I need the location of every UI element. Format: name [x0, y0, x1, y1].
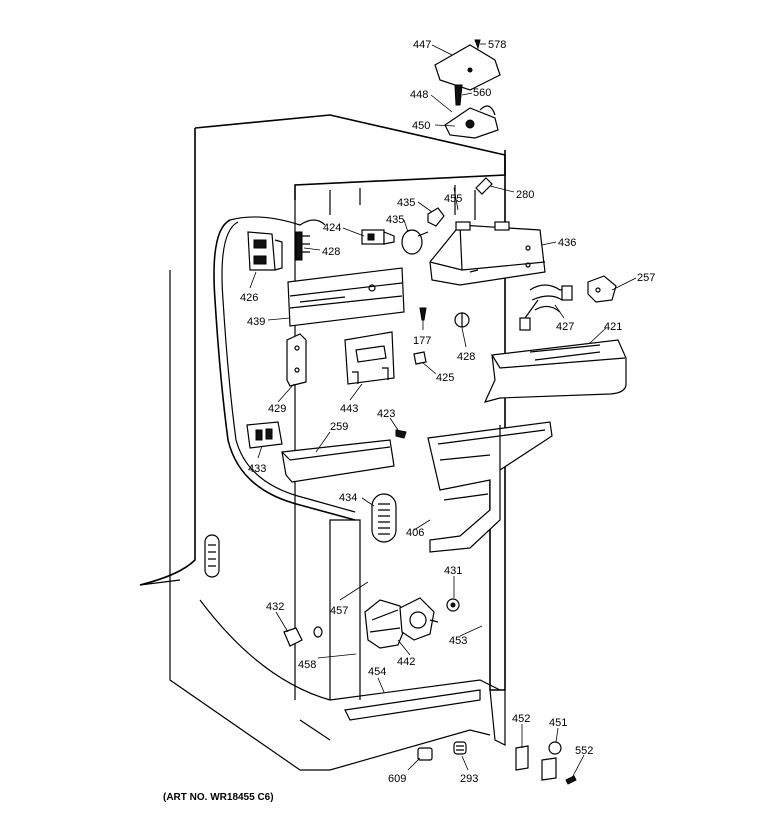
wiring-427 — [519, 284, 573, 331]
label-436: 436 — [558, 237, 576, 249]
part-432 — [283, 626, 323, 647]
label-431: 431 — [444, 565, 462, 577]
label-447: 447 — [413, 39, 431, 51]
label-458: 458 — [298, 659, 316, 671]
label-578: 578 — [488, 39, 506, 51]
label-429: 429 — [268, 403, 286, 415]
label-453: 453 — [449, 635, 467, 647]
label-448: 448 — [410, 89, 428, 101]
label-452: 452 — [512, 713, 530, 725]
light-shield-421 — [483, 339, 627, 403]
part-609 — [417, 747, 433, 761]
fan-motor-442 — [364, 597, 439, 649]
cover-259 — [281, 439, 395, 483]
label-434: 434 — [339, 492, 357, 504]
label-442: 442 — [397, 656, 415, 668]
switch-426 — [247, 231, 283, 271]
label-454: 454 — [368, 666, 386, 678]
label-426: 426 — [240, 292, 258, 304]
label-609: 609 — [388, 773, 406, 785]
label-428-top: 428 — [322, 246, 340, 258]
bracket-452 — [515, 745, 529, 771]
leader-lines — [249, 43, 637, 779]
label-424: 424 — [323, 222, 341, 234]
bracket-429 — [286, 333, 307, 387]
part-293 — [453, 741, 467, 755]
label-427: 427 — [556, 321, 574, 333]
label-552: 552 — [575, 745, 593, 757]
grommet-431 — [446, 598, 460, 612]
cabinet-outline — [139, 114, 506, 771]
bracket-443 — [344, 331, 395, 385]
bracket-439 — [287, 267, 405, 327]
label-450: 450 — [412, 120, 430, 132]
label-293: 293 — [460, 773, 478, 785]
label-451: 451 — [549, 717, 567, 729]
screw-177 — [419, 307, 427, 321]
label-433: 433 — [248, 463, 266, 475]
duct-406 — [427, 421, 553, 553]
relay-257 — [587, 275, 617, 303]
screw-552 — [565, 775, 577, 785]
part-280 — [475, 177, 493, 195]
label-560: 560 — [473, 87, 491, 99]
control-cover-assembly — [434, 39, 501, 139]
label-421: 421 — [604, 321, 622, 333]
label-259: 259 — [330, 421, 348, 433]
control-housing — [429, 221, 546, 286]
screw-423 — [395, 429, 407, 439]
label-457: 457 — [330, 605, 348, 617]
label-257: 257 — [637, 272, 655, 284]
callout-labels: 447 578 448 560 450 280 455 435 424 435 … — [240, 39, 655, 785]
label-423: 423 — [377, 408, 395, 420]
label-177: 177 — [413, 335, 431, 347]
switch-433 — [246, 421, 283, 449]
thermostat-428 — [454, 312, 470, 328]
connector-428 — [295, 231, 310, 261]
label-435-top: 435 — [397, 197, 415, 209]
clip-451 — [541, 741, 562, 781]
lamp-assembly — [361, 207, 445, 255]
label-439: 439 — [247, 316, 265, 328]
cabinet-vent — [204, 534, 220, 578]
label-432: 432 — [266, 601, 284, 613]
label-443: 443 — [340, 403, 358, 415]
art-number: (ART NO. WR18455 C6) — [163, 792, 274, 803]
label-406: 406 — [406, 527, 424, 539]
clip-425 — [413, 351, 427, 365]
label-425: 425 — [436, 372, 454, 384]
label-455: 455 — [444, 193, 462, 205]
grille-434 — [371, 493, 397, 543]
label-428-low: 428 — [457, 351, 475, 363]
label-435: 435 — [386, 214, 404, 226]
label-280: 280 — [516, 189, 534, 201]
